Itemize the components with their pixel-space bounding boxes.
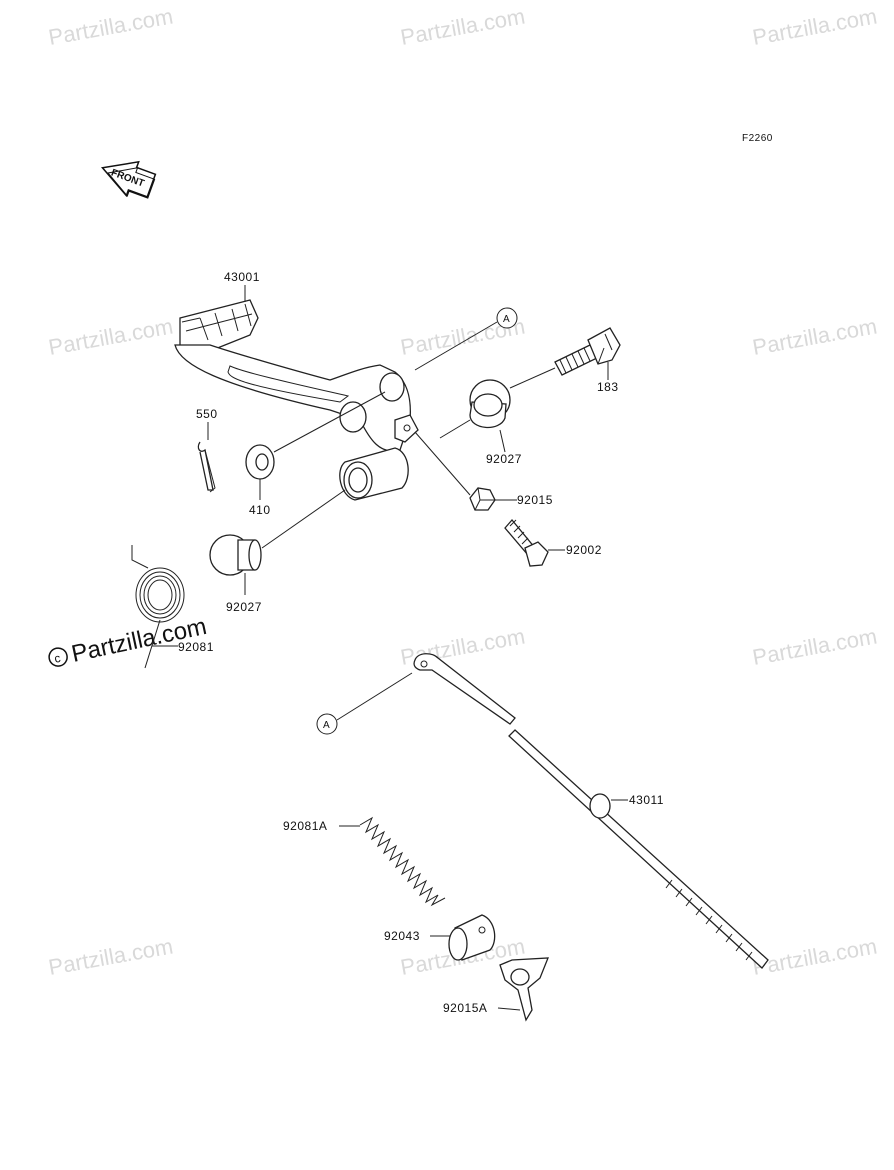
watermark: Partzilla.com — [47, 313, 175, 359]
watermark: Partzilla.com — [751, 313, 879, 359]
part-label-92015: 92015 — [517, 493, 553, 507]
compression-spring — [359, 816, 446, 907]
callout-a-lower-label: A — [323, 720, 330, 731]
adjuster-wing-nut — [499, 957, 549, 1022]
rod-collar — [448, 914, 496, 961]
nut — [469, 487, 496, 511]
figure-code: F2260 — [742, 133, 773, 144]
washer — [245, 444, 275, 480]
brake-pedal — [174, 299, 419, 501]
callout-a-upper-label: A — [503, 314, 510, 325]
bolt-183 — [554, 327, 621, 376]
bolt-92002 — [504, 518, 549, 567]
part-label-92027-upper: 92027 — [486, 452, 522, 466]
watermark: Partzilla.com — [47, 933, 175, 979]
part-label-410: 410 — [249, 503, 271, 517]
part-label-43011: 43011 — [629, 793, 664, 807]
part-label-92081a: 92081A — [283, 819, 327, 833]
callout-a-upper — [496, 307, 518, 329]
collar-lower — [209, 534, 262, 576]
watermark: Partzilla.com — [751, 933, 879, 979]
watermark: Partzilla.com — [47, 3, 175, 49]
part-label-43001: 43001 — [224, 270, 260, 284]
part-label-183: 183 — [597, 380, 619, 394]
torsion-spring — [131, 545, 185, 669]
brake-rod — [413, 653, 769, 969]
watermark-layer: Partzilla.com Partzilla.com Partzilla.co… — [47, 3, 879, 979]
collar-upper — [469, 379, 511, 429]
part-label-92027-lower: 92027 — [226, 600, 262, 614]
part-label-92043: 92043 — [384, 929, 420, 943]
front-arrow-icon: FRONT — [101, 160, 157, 199]
part-label-92081: 92081 — [178, 640, 214, 654]
part-label-92002: 92002 — [566, 543, 602, 557]
watermark: Partzilla.com — [751, 3, 879, 49]
watermark: Partzilla.com — [751, 623, 879, 669]
svg-text:c: c — [53, 651, 62, 666]
callout-a-lower — [316, 713, 338, 735]
part-label-92015a: 92015A — [443, 1001, 487, 1015]
cotter-pin — [197, 441, 216, 493]
watermark: Partzilla.com — [399, 3, 527, 49]
part-label-550: 550 — [196, 407, 218, 421]
